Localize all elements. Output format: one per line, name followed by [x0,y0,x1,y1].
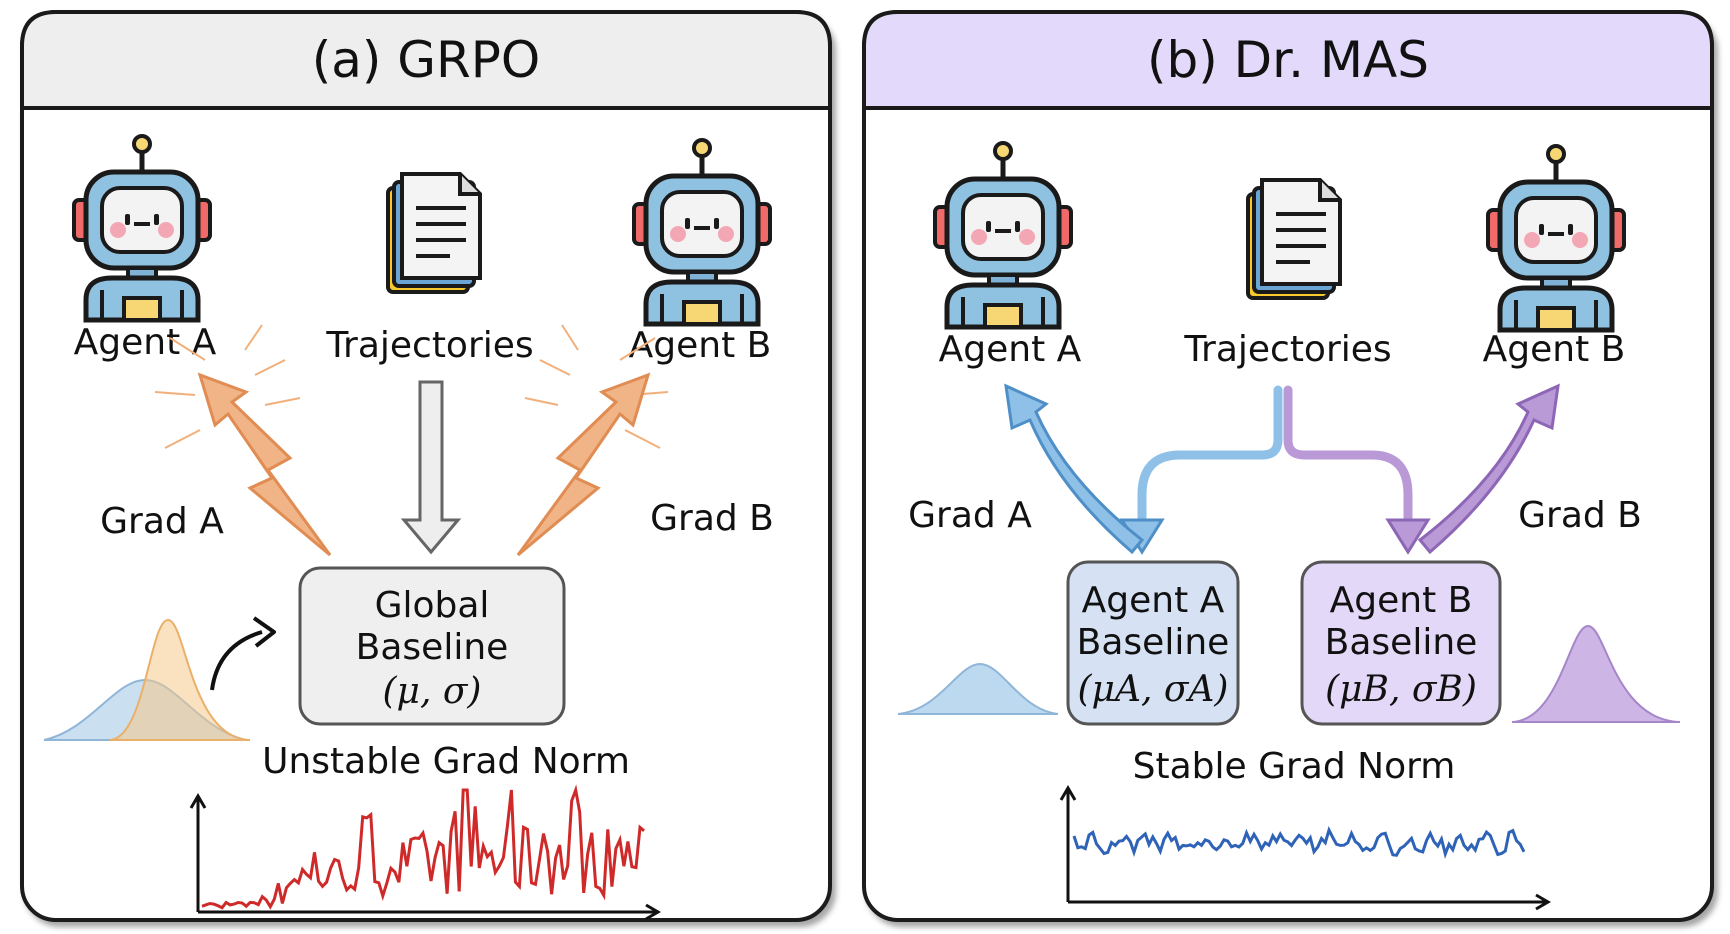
distribution-purple [1511,624,1681,723]
agent-b-baseline-box [1300,560,1502,726]
document-stack-icon [1246,178,1342,300]
grad-a-arrow [197,372,332,557]
agent-b-label: Agent B [1483,329,1626,370]
grad-a-label: Grad A [908,495,1032,536]
route-to-b [1283,385,1413,530]
unstable-norm-label: Unstable Grad Norm [262,741,630,782]
panel-dr-mas: (b) Dr. MAS Agent A Trajectories Agent B… [862,10,1714,922]
agent-a-baseline-box [1066,560,1240,726]
agent-a-label: Agent A [74,322,217,363]
route-to-a [1137,385,1283,530]
stable-norm-label: Stable Grad Norm [1133,746,1456,787]
grad-b-arrow [1417,383,1560,555]
distribution-orange [109,618,251,741]
distribution-blue [897,662,1059,715]
grad-b-label: Grad B [1518,495,1642,536]
grad-b-arrow [516,372,651,557]
grad-a-label: Grad A [100,501,224,542]
document-stack-icon [386,172,482,294]
agent-a-label: Agent A [939,329,1082,370]
grad-a-arrow [1004,383,1145,555]
grad-b-label: Grad B [650,498,774,539]
trajectories-label: Trajectories [1183,329,1391,370]
stable-grad-trace [1072,826,1526,859]
baseline-line2: Baseline [356,627,509,668]
baseline-a-line3: (μA, σA) [1078,669,1229,710]
baseline-a-line1: Agent A [1082,580,1225,621]
norm-plot-axes [1059,785,1551,911]
global-baseline-box [298,566,566,726]
agent-b-label: Agent B [629,325,772,366]
panel-title: (b) Dr. MAS [1147,31,1429,89]
panel-grpo: (a) GRPO Agent A Trajectories Agent B Gr… [20,10,832,922]
baseline-line3: (μ, σ) [383,671,482,712]
curved-arrow-icon [210,630,263,691]
panel-title: (a) GRPO [312,31,541,89]
baseline-b-line1: Agent B [1330,580,1473,621]
baseline-b-line3: (μB, σB) [1325,669,1477,710]
baseline-a-line2: Baseline [1077,622,1230,663]
baseline-line1: Global [375,585,490,626]
baseline-b-line2: Baseline [1325,622,1478,663]
unstable-grad-trace [201,784,645,910]
norm-plot-axes [189,793,661,921]
trajectories-label: Trajectories [325,325,533,366]
down-arrow-icon [400,380,462,555]
